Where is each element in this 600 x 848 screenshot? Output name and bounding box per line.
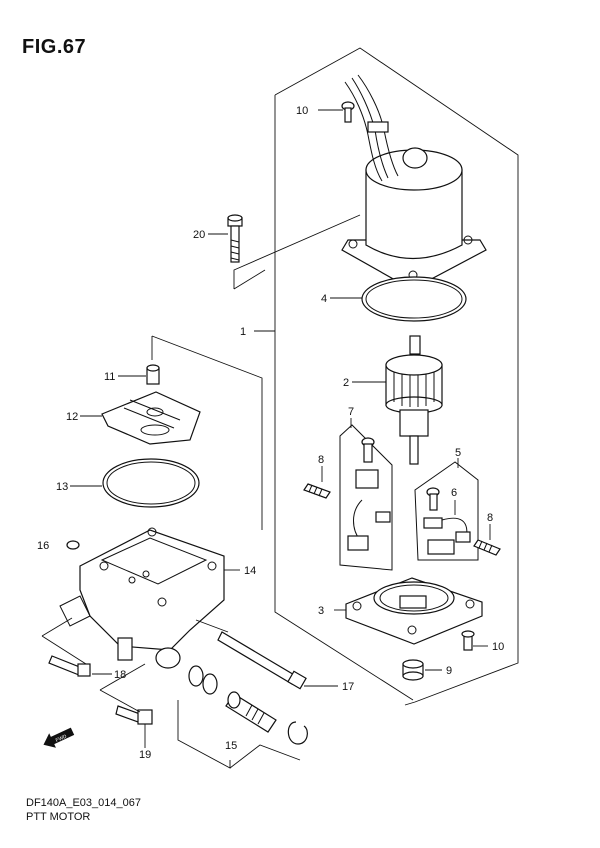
callout-11: 11 [104,371,115,383]
motor-housing [341,74,487,286]
callout-8-right: 8 [487,512,493,524]
bolt-18 [48,655,91,677]
callout-leaders [70,109,491,748]
callout-13: 13 [56,481,68,493]
callout-6: 6 [451,487,457,499]
armature-2 [385,335,443,465]
callout-10-bottom: 10 [492,641,504,653]
circlip [287,721,308,745]
collar-9 [402,659,424,681]
dowel-pin-11 [146,364,160,385]
callout-12: 12 [66,411,78,423]
spring-8-left [303,483,331,499]
callout-19: 19 [139,749,151,761]
cover-plate-12 [101,391,201,445]
callout-8-left: 8 [318,454,324,466]
bolt-10-bottom [461,630,475,651]
figure-title: FIG.67 [22,36,87,58]
callout-20: 20 [193,229,205,241]
callout-14: 14 [244,565,256,577]
end-cap-3 [345,577,483,645]
callout-18: 18 [114,669,126,681]
bolt-19 [115,705,153,725]
brush-holder-5 [414,461,479,561]
bolt-20 [227,214,243,263]
callout-5: 5 [455,447,461,459]
callout-3: 3 [318,605,324,617]
fwd-arrow-icon: FWD [43,727,75,748]
assembly-bracket [254,47,519,706]
valve-15 [225,691,277,733]
spring-8-right [473,539,501,556]
callout-15: 15 [225,740,237,752]
callout-9: 9 [446,665,452,677]
callout-4: 4 [321,293,327,305]
callout-17: 17 [342,681,354,693]
bolt-17 [217,631,307,690]
o-ring-4 [361,276,467,322]
callout-10-top: 10 [296,105,308,117]
callout-2: 2 [343,377,349,389]
bolt-10-top [341,101,355,123]
pump-bracket [151,214,361,530]
document-title: PTT MOTOR [26,811,91,823]
brush-holder-7 [339,424,393,571]
o-ring-13 [102,458,200,508]
callout-16: 16 [37,540,49,552]
leader-lines [41,617,301,769]
o-ring-16 [66,540,80,550]
callout-1: 1 [240,326,246,338]
pump-body-14 [59,527,225,669]
fwd-label: FWD [55,733,68,743]
callout-7: 7 [348,406,354,418]
document-code: DF140A_E03_014_067 [26,797,141,809]
o-rings-15 [188,665,218,695]
